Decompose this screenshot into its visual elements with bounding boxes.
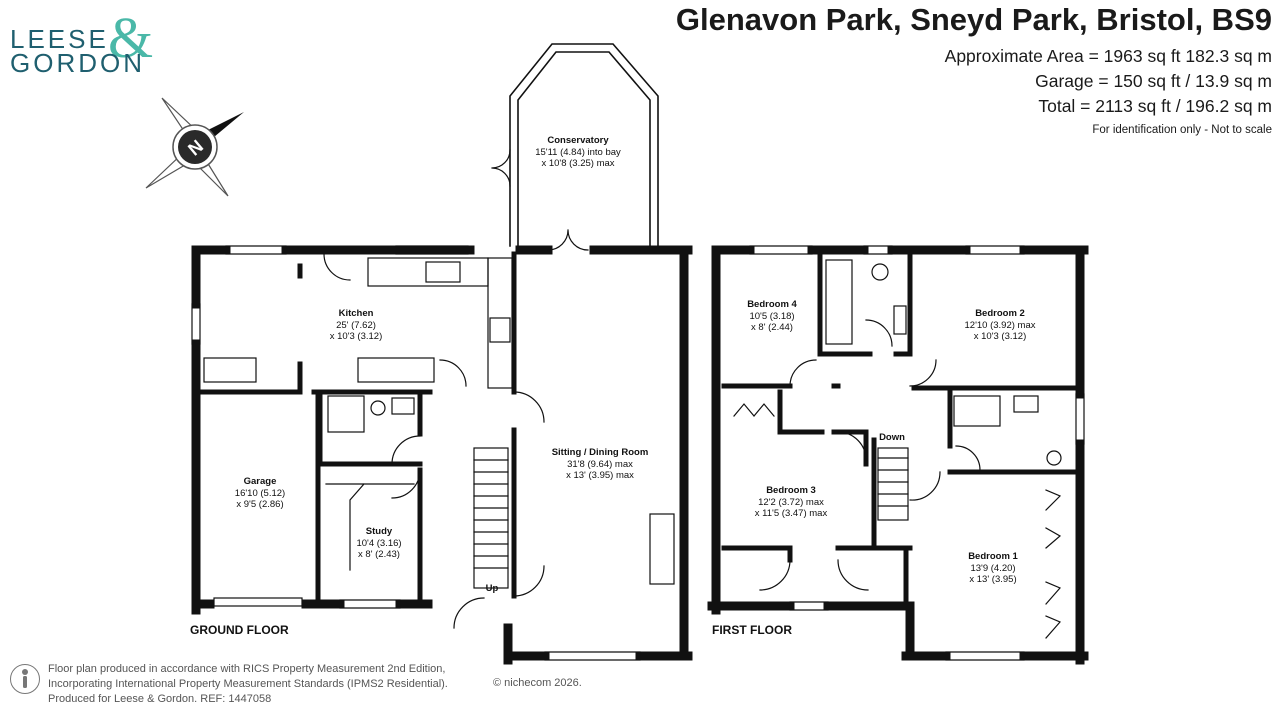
first-floor-label: FIRST FLOOR [712,623,792,637]
conservatory-name: Conservatory [547,135,609,146]
total-area: Total = 2113 sq ft / 196.2 sq m [1038,96,1272,116]
first-fixtures [733,245,1085,661]
garage-area: Garage = 150 sq ft / 13.9 sq m [1035,71,1272,91]
ground-floor-label: GROUND FLOOR [190,623,289,637]
study-dim1: 10'4 (3.16) [356,538,401,549]
ground-inner-walls [197,251,517,607]
footer-credit: © nichecom 2026. [493,677,582,689]
logo-line-1: LEESE [10,24,109,54]
conservatory-bay [509,43,659,247]
conservatory-dim2: x 10'8 (3.25) max [541,158,614,169]
first-inner-walls [721,251,1083,609]
conservatory-dim1: 15'11 (4.84) into bay [535,147,621,158]
garage-dim2: x 9'5 (2.86) [236,499,283,510]
footer-line-2: Incorporating International Property Mea… [48,678,448,690]
logo-line-2: GORDON [10,48,145,78]
kitchen-name: Kitchen [339,308,374,319]
study-name: Study [366,526,393,537]
compass-rose-icon: N [145,97,244,197]
bedroom-3-name: Bedroom 3 [766,485,816,496]
first-outer-walls [707,245,1089,665]
footer-text: Floor plan produced in accordance with R… [48,662,448,707]
ground-outer-walls [191,245,693,665]
bedroom-3-dim2: x 11'5 (3.47) max [755,508,828,519]
bedroom-4-dim2: x 8' (2.44) [751,322,793,333]
logo-ampersand: & [108,5,154,70]
brand-logo: LEESE & GORDON [10,5,160,80]
stairs-up-label: Up [486,583,499,594]
study-dim2: x 8' (2.43) [358,549,400,560]
bedroom-1-dim2: x 13' (3.95) [969,574,1016,585]
bedroom-1-dim1: 13'9 (4.20) [970,563,1015,574]
kitchen-dim2: x 10'3 (3.12) [330,331,383,342]
ground-fixtures [191,149,675,661]
property-title: Glenavon Park, Sneyd Park, Bristol, BS9 [675,2,1272,37]
footer-line-3: Produced for Leese & Gordon. REF: 144705… [48,693,272,705]
bedroom-4-dim1: 10'5 (3.18) [749,311,794,322]
approx-area: Approximate Area = 1963 sq ft 182.3 sq m [944,46,1272,66]
stairs-down-label: Down [879,432,905,443]
bedroom-2-dim2: x 10'3 (3.12) [974,331,1027,342]
accessibility-person-icon [10,664,40,694]
sitting-room-dim2: x 13' (3.95) max [566,470,634,481]
bedroom-1-name: Bedroom 1 [968,551,1018,562]
bedroom-2-name: Bedroom 2 [975,308,1025,319]
sitting-room-dim1: 31'8 (9.64) max [567,459,633,470]
bedroom-4-name: Bedroom 4 [747,299,797,310]
kitchen-dim1: 25' (7.62) [336,320,376,331]
disclaimer-note: For identification only - Not to scale [1092,124,1272,136]
garage-dim1: 16'10 (5.12) [235,488,285,499]
garage-name: Garage [244,476,277,487]
bedroom-2-dim1: 12'10 (3.92) max [965,320,1036,331]
sitting-room-name: Sitting / Dining Room [552,447,649,458]
footer-line-1: Floor plan produced in accordance with R… [48,663,446,675]
bedroom-3-dim1: 12'2 (3.72) max [758,497,824,508]
